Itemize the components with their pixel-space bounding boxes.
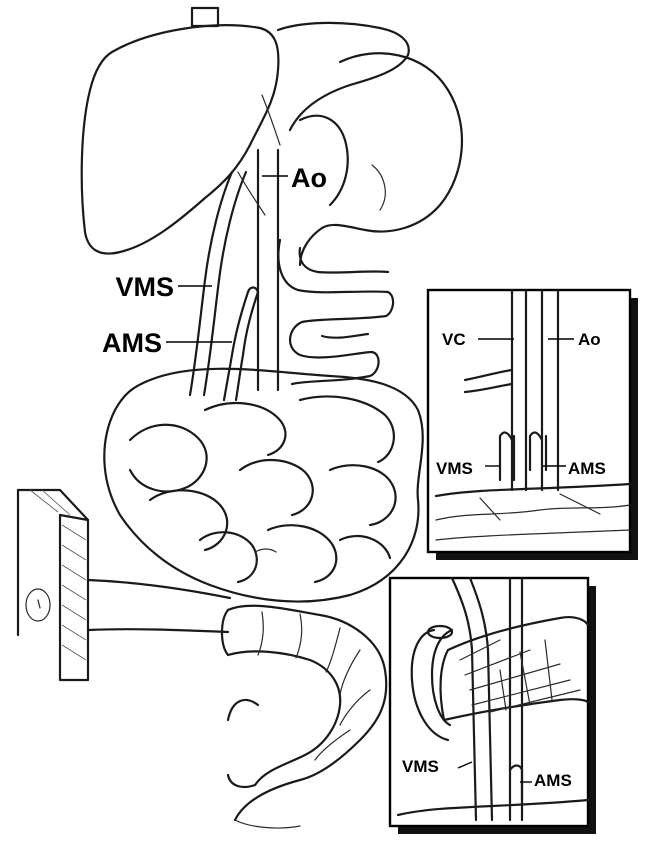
inset-top-label-vc: VC [442, 330, 466, 349]
inset-top: VC Ao VMS AMS [426, 288, 638, 560]
label-ao: Ao [291, 163, 327, 193]
label-ams: AMS [102, 328, 162, 358]
inset-bottom: VMS AMS [388, 576, 596, 834]
inset-top-label-vms: VMS [436, 459, 473, 478]
liver [80, 6, 410, 255]
small-intestine [103, 367, 424, 603]
inset-bottom-label-vms: VMS [402, 757, 439, 776]
rectum-edge [234, 819, 301, 829]
stomach [298, 52, 464, 267]
duodenum [277, 238, 395, 386]
aorta [256, 148, 280, 392]
colon [220, 604, 388, 822]
mesenteric-artery [222, 286, 260, 402]
abdominal-wall [16, 488, 232, 682]
mesenteric-vein [188, 170, 266, 397]
inset-top-label-ao: Ao [578, 330, 601, 349]
inset-top-label-ams: AMS [568, 459, 606, 478]
inset-bottom-label-ams: AMS [534, 771, 572, 790]
label-vms: VMS [115, 272, 174, 302]
